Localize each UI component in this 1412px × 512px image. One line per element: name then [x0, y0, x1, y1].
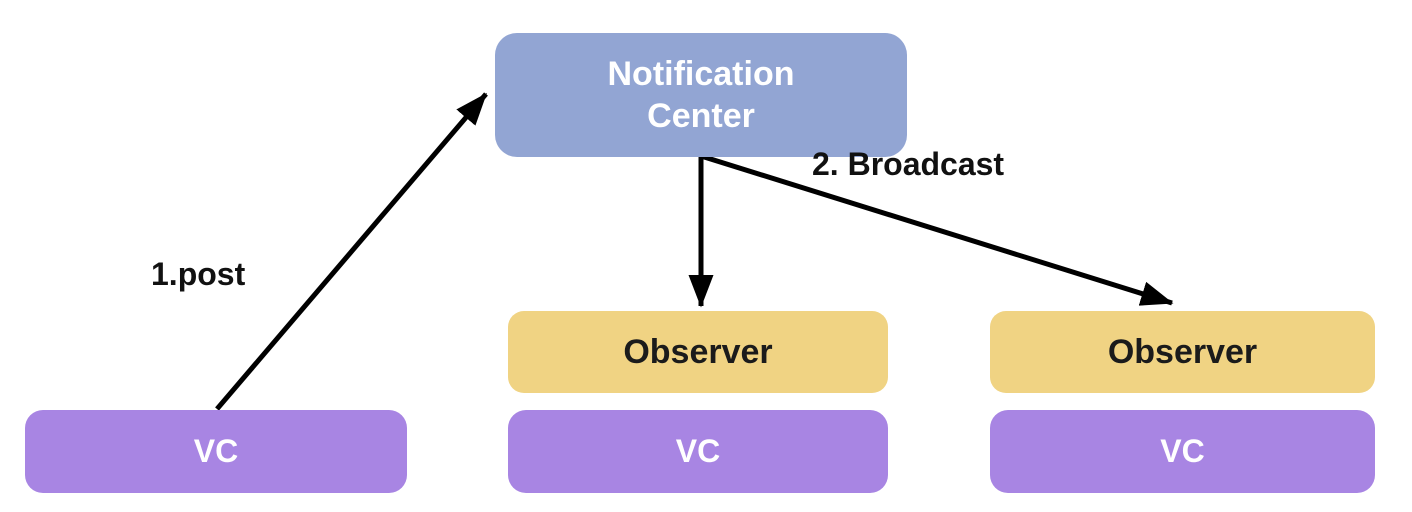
post-arrow: [215, 92, 488, 411]
vc-left-label: VC: [193, 433, 239, 469]
node-observer-right: Observer: [990, 311, 1375, 393]
node-observer-middle: Observer: [508, 311, 888, 393]
observer-right-label: Observer: [1107, 332, 1258, 371]
notification-center-label: Notification Center: [607, 54, 795, 135]
observer-middle-label: Observer: [623, 332, 773, 371]
node-notification-center: Notification Center: [495, 33, 907, 157]
edge-label-post: 1.post: [151, 256, 246, 292]
vc-middle-label: VC: [675, 433, 721, 469]
node-vc-left: VC: [25, 410, 407, 493]
edge-label-broadcast: 2. Broadcast: [812, 146, 1005, 182]
vc-right-label: VC: [1160, 433, 1205, 469]
node-vc-middle: VC: [508, 410, 888, 493]
node-vc-right: VC: [990, 410, 1375, 493]
